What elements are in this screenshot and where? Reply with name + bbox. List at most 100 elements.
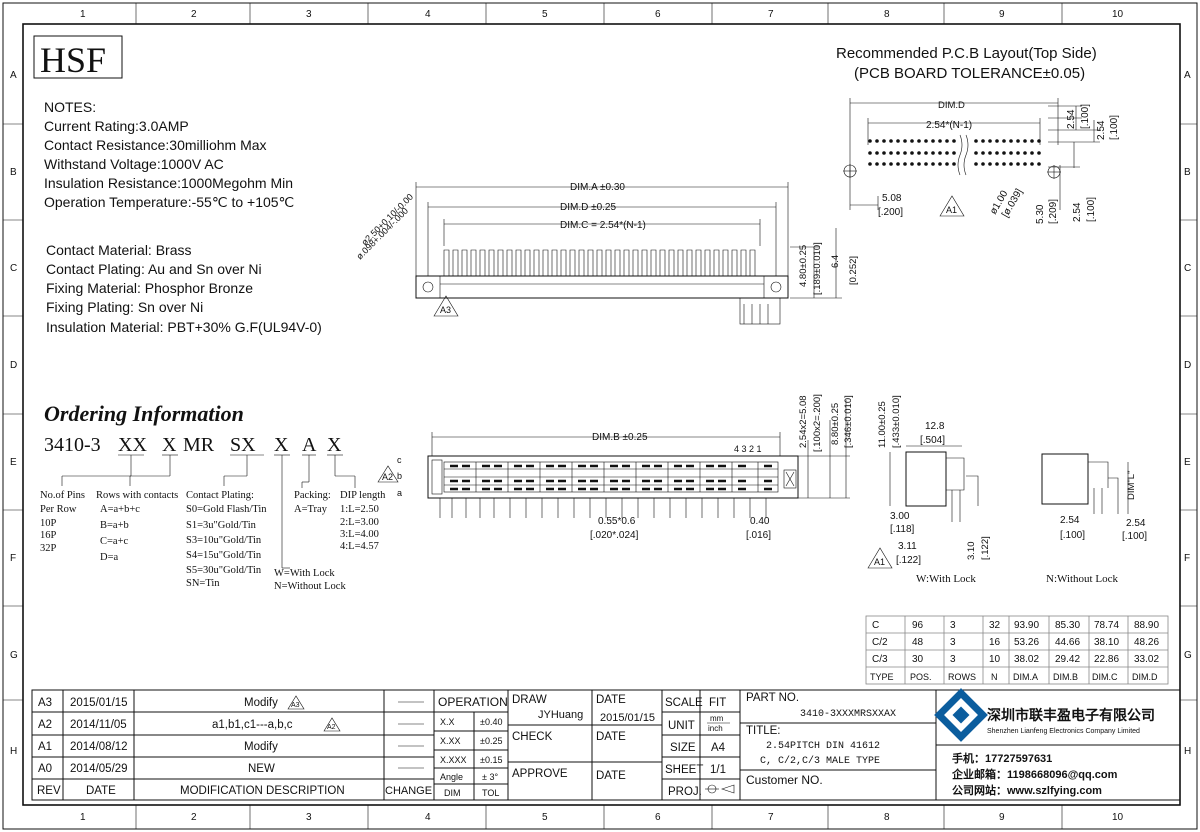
svg-text:48: 48 (912, 637, 924, 648)
company-email: 企业邮箱：1198668096@qq.com (951, 767, 1118, 781)
pins-line: 16P (40, 530, 57, 541)
row-label: F (10, 553, 16, 564)
column-ticks (135, 3, 1063, 829)
with-lock-caption: W:With Lock (916, 573, 976, 585)
dip-line: 4:L=4.57 (340, 541, 379, 552)
rev-code: A1 (38, 741, 52, 753)
svg-text:A2: A2 (327, 724, 336, 731)
pcb-254b: 2.54 (1096, 120, 1107, 140)
plating-line: Contact Plating: (186, 490, 254, 501)
svg-text:±0.40: ±0.40 (480, 717, 502, 727)
company-name-en: Shenzhen Lianfeng Electronics Company Li… (987, 728, 1140, 735)
svg-text:inch: inch (708, 724, 723, 733)
svg-text:TOL: TOL (482, 788, 499, 798)
side-254b-in: [.100] (1122, 531, 1147, 542)
pcb-pitch: 2.54*(N-1) (926, 120, 972, 131)
front-contacts (440, 249, 764, 285)
svg-text:DIM.D: DIM.D (1132, 672, 1158, 682)
approve-date-label: DATE (596, 770, 626, 782)
svg-text:38.02: 38.02 (1014, 654, 1039, 665)
row-label: G (10, 650, 18, 661)
check-label: CHECK (512, 731, 553, 743)
material-line: Insulation Material: PBT+30% G.F(UL94V-0… (46, 319, 322, 335)
side-h11-in: [.433±0.010] (891, 395, 902, 448)
svg-text:A1: A1 (946, 205, 957, 215)
row-labels: A B C D E F G H A B C D E F G H (10, 70, 1192, 757)
svg-text:38.10: 38.10 (1094, 637, 1119, 648)
top-pins (450, 464, 772, 491)
row-label: B (1184, 167, 1191, 178)
svg-text:C/2: C/2 (872, 637, 888, 648)
col-label: 7 (768, 812, 774, 823)
side-body-with-lock (905, 451, 947, 507)
svg-text:A1: A1 (874, 557, 885, 567)
top-v1-in: [.100x2=.200] (812, 394, 823, 452)
note-line: Operation Temperature:-55℃ to +105℃ (44, 194, 294, 210)
rev-code: A0 (38, 763, 52, 775)
col-label: 6 (655, 812, 661, 823)
col-label: 4 (425, 9, 431, 20)
side-310: 3.10 (966, 542, 977, 561)
rows-line: C=a+c (100, 536, 129, 547)
top-pin-in: [.020*.024] (590, 530, 639, 541)
col-label: 3 (306, 812, 312, 823)
rev-date: 2015/01/15 (70, 697, 128, 709)
notes-header: NOTES: (44, 99, 96, 115)
col-label: 7 (768, 9, 774, 20)
lock-line: N=Without Lock (274, 581, 346, 592)
lock-line: W=With Lock (274, 568, 335, 579)
rev-triangle-top: A2 (377, 465, 399, 483)
top-contact-grid (443, 461, 779, 493)
rev-triangle-pcb: A1 (939, 195, 965, 217)
svg-text:SHEET: SHEET (665, 764, 703, 776)
svg-text:C/3: C/3 (872, 654, 888, 665)
rev-date: 2014/08/12 (70, 741, 128, 753)
row-label: H (10, 746, 17, 757)
tolerance-title: OPERATION (438, 695, 508, 709)
company-phone: 手机：17727597631 (952, 751, 1052, 765)
dip-line: 1:L=2.50 (340, 504, 379, 515)
check-date-label: DATE (596, 731, 626, 743)
svg-text:POS.: POS. (910, 672, 932, 682)
rev-code: A2 (38, 719, 52, 731)
svg-text:A3: A3 (440, 305, 451, 315)
column-labels: 1 2 3 4 5 6 7 8 9 10 1 2 3 4 5 6 7 8 9 1… (80, 9, 1124, 823)
col-label: 1 (80, 9, 86, 20)
top-pin: 0.55*0.6 (598, 516, 636, 527)
svg-text:N: N (991, 672, 998, 682)
plating-line: SN=Tin (186, 578, 220, 589)
svg-text:32: 32 (989, 620, 1001, 631)
code-part: SX (230, 434, 256, 456)
rev-date: 2014/11/05 (70, 719, 127, 731)
row-label: E (1184, 457, 1191, 468)
ordering-code: 3410-3 XX X MR SX X A X (44, 434, 342, 456)
pcb-530-in: [.209] (1048, 199, 1059, 224)
col-label: 9 (999, 9, 1005, 20)
col-label: 9 (999, 812, 1005, 823)
dip-line: 3:L=4.00 (340, 529, 379, 540)
pcb-530: 5.30 (1035, 204, 1046, 224)
rev-triangle-side: A1 (867, 547, 893, 569)
col-label: 10 (1112, 812, 1124, 823)
ordering-title: Ordering Information (44, 401, 244, 426)
row-label: A (1184, 70, 1191, 81)
top-body (427, 455, 799, 499)
without-lock-caption: N:Without Lock (1046, 573, 1118, 585)
change-header: CHANGE (385, 785, 432, 797)
svg-text:FIT: FIT (709, 697, 726, 709)
col-label: 1 (80, 812, 86, 823)
dip-line: DIP length (340, 490, 386, 501)
dip-line: 2:L=3.00 (340, 517, 379, 528)
svg-text:88.90: 88.90 (1134, 620, 1159, 631)
pcb-tolerance: (PCB BOARD TOLERANCE±0.05) (854, 65, 1085, 82)
rev-desc: a1,b1,c1---a,b,c (212, 719, 293, 731)
svg-text:A2: A2 (382, 472, 393, 482)
material-line: Contact Material: Brass (46, 242, 192, 258)
pcb-508-in: [.200] (878, 207, 903, 218)
col-label: 4 (425, 812, 431, 823)
note-line: Current Rating:3.0AMP (44, 118, 189, 134)
note-line: Contact Resistance:30milliohm Max (44, 137, 267, 153)
